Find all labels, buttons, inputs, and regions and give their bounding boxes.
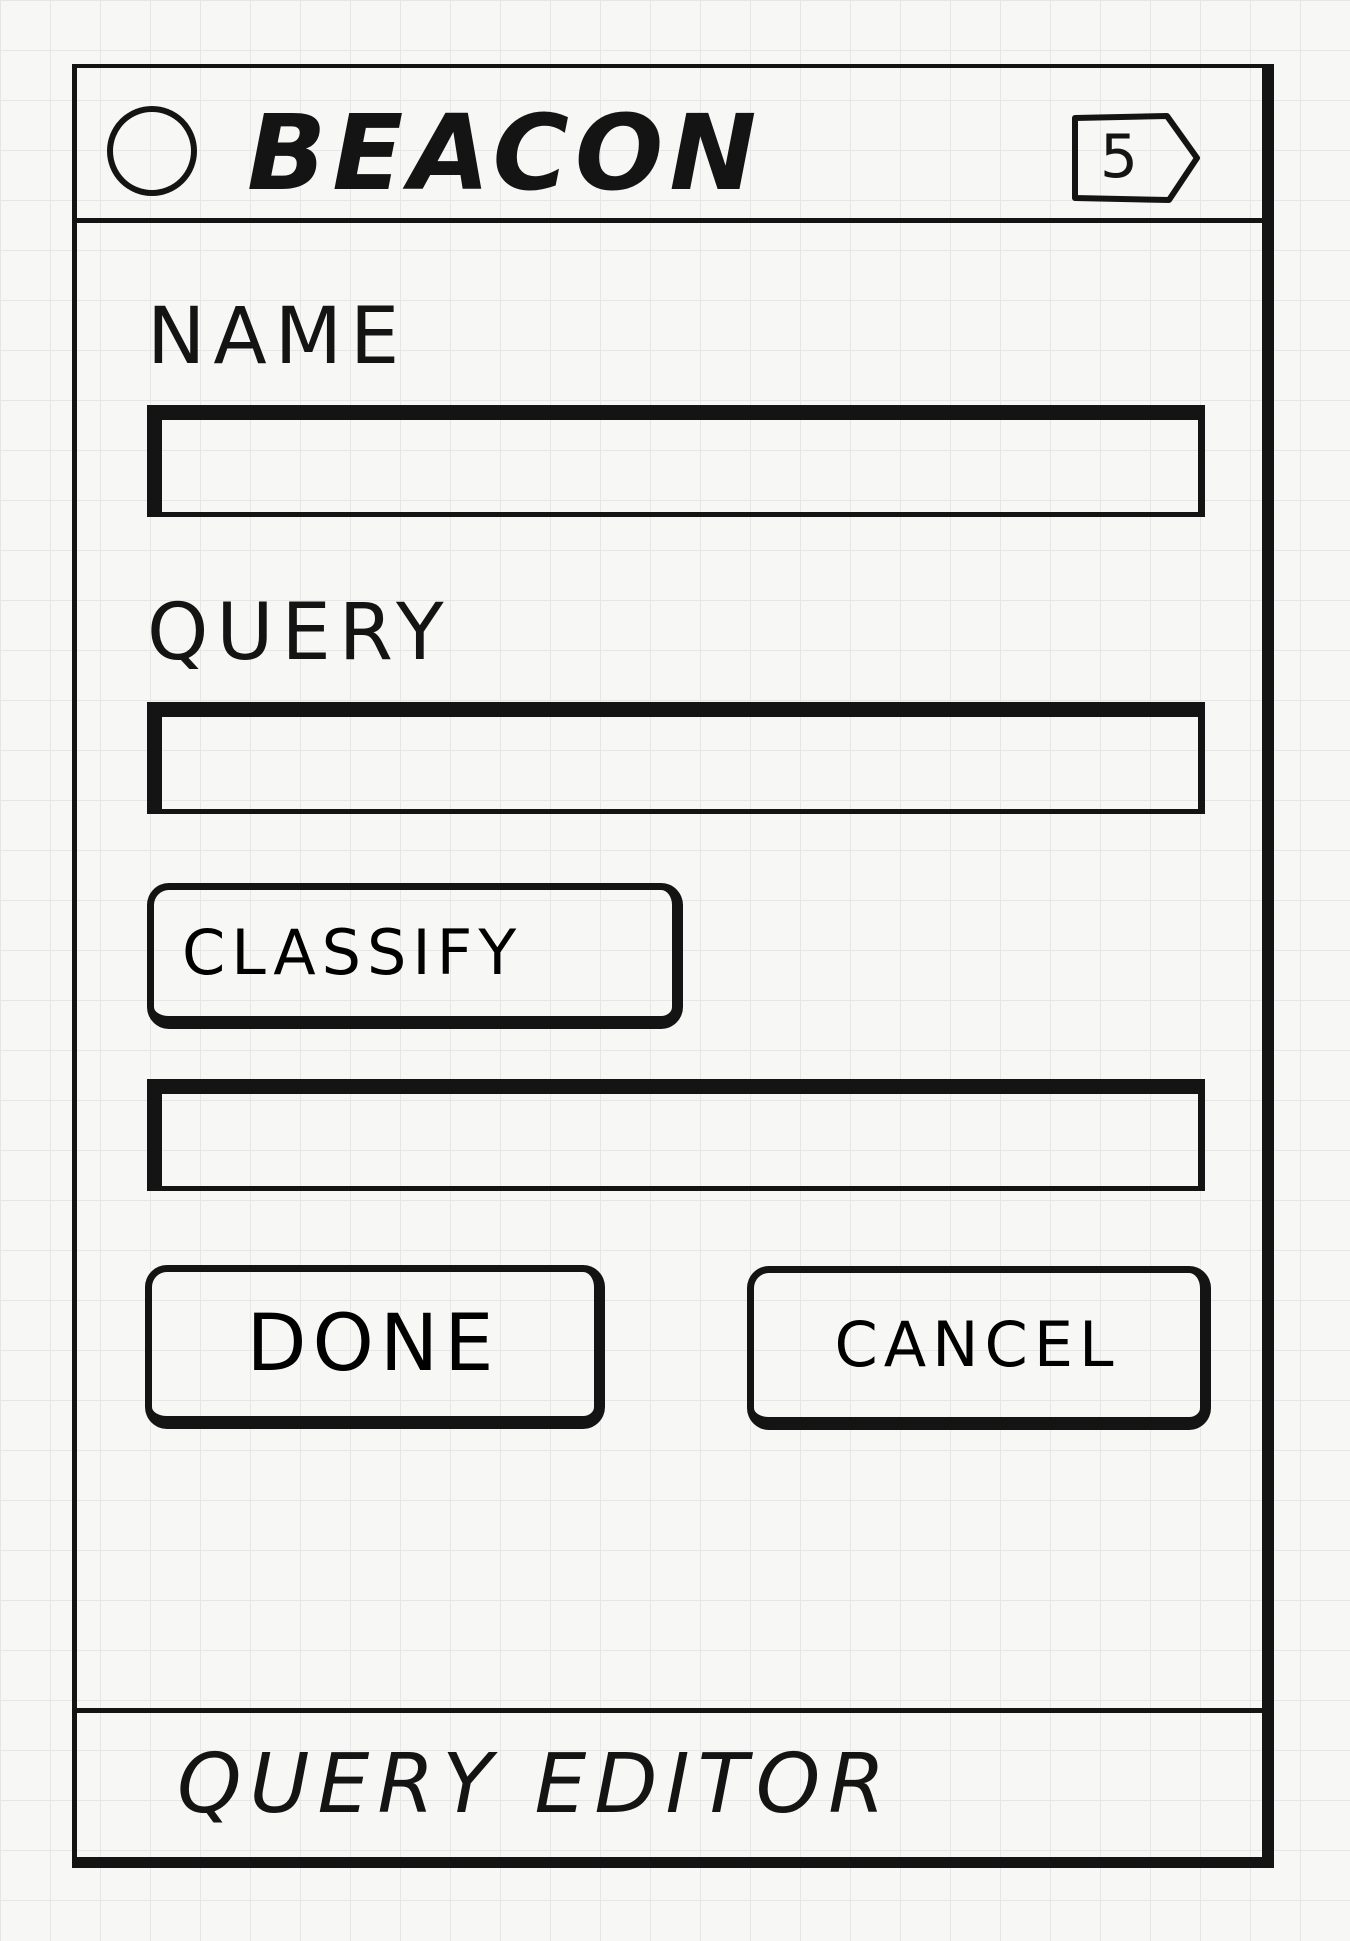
badge-count: 5 — [1099, 122, 1139, 192]
cancel-button[interactable]: CANCEL — [747, 1266, 1211, 1430]
app-header: BEACON 5 — [77, 68, 1262, 223]
tag-shape-icon — [1072, 113, 1200, 203]
notification-badge[interactable]: 5 — [1067, 108, 1207, 208]
cancel-button-label: CANCEL — [834, 1308, 1120, 1381]
done-button-label: DONE — [246, 1299, 500, 1389]
circle-icon — [107, 106, 197, 196]
name-input[interactable] — [147, 405, 1205, 517]
name-label: NAME — [147, 292, 408, 382]
classify-button-label: CLASSIFY — [182, 916, 523, 989]
footer-title: QUERY EDITOR — [177, 1737, 894, 1832]
done-button[interactable]: DONE — [145, 1265, 605, 1429]
app-title: BEACON — [247, 92, 763, 214]
app-window: BEACON 5 NAME QUERY CLASSIFY DONE CANCEL… — [72, 64, 1274, 1868]
query-input[interactable] — [147, 702, 1205, 814]
status-footer: QUERY EDITOR — [77, 1708, 1262, 1857]
query-label: QUERY — [147, 588, 452, 678]
classify-button[interactable]: CLASSIFY — [147, 883, 683, 1029]
classification-result-field[interactable] — [147, 1079, 1205, 1191]
